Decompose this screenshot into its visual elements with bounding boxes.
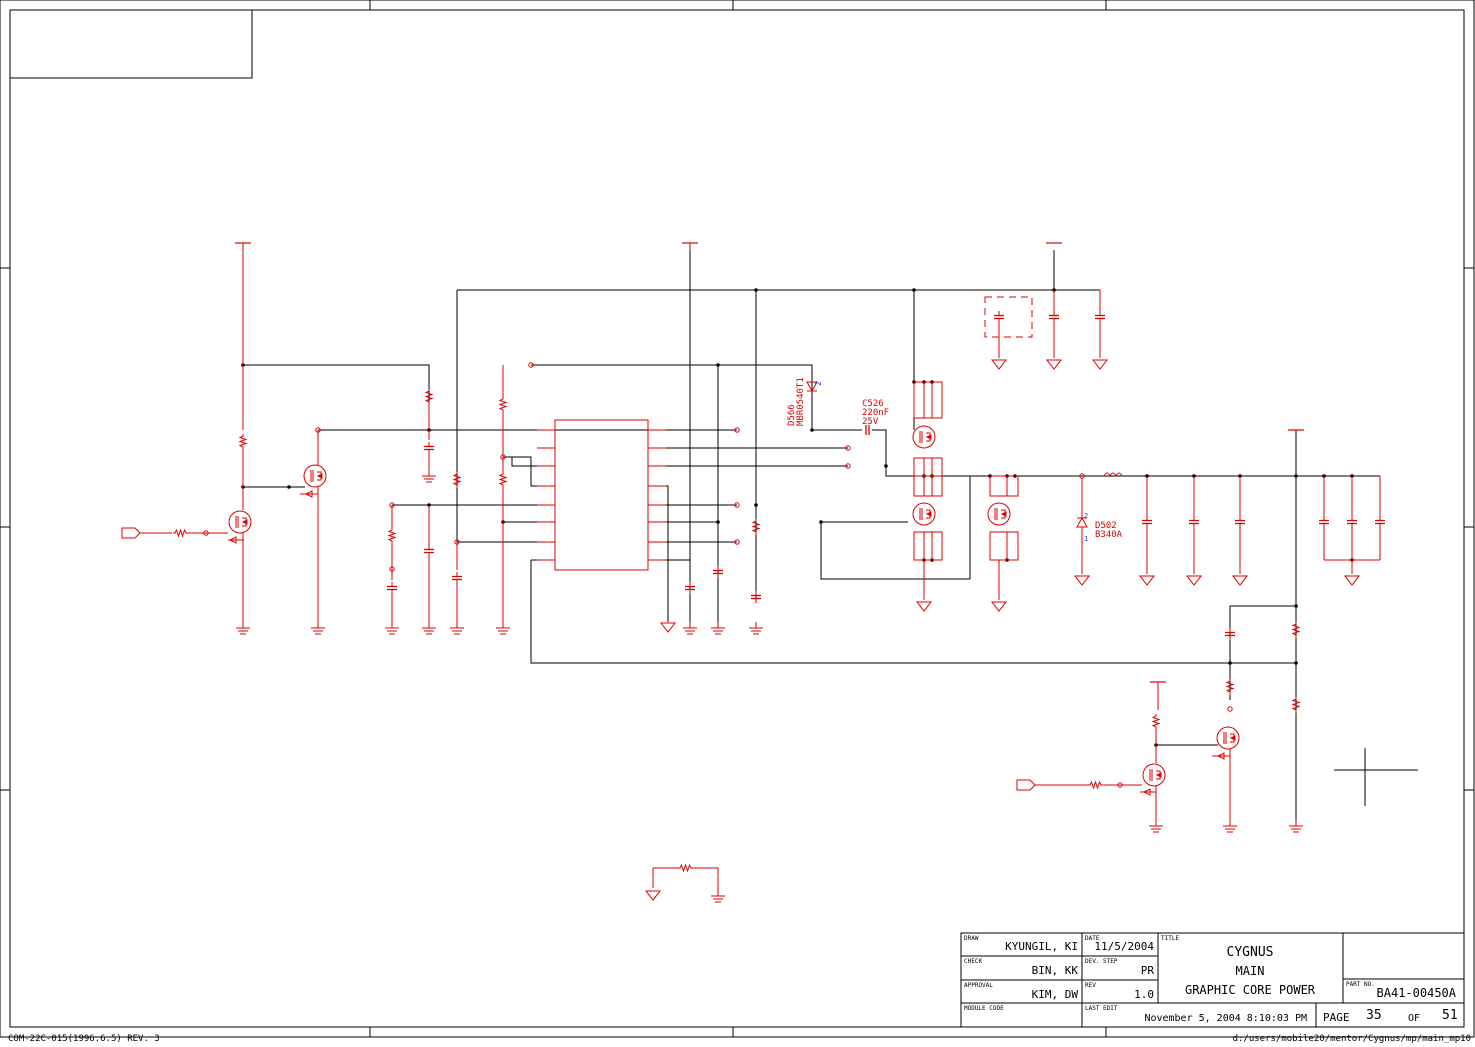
- schematic-parts: [121, 242, 1386, 903]
- date-label: DATE: [1085, 935, 1100, 942]
- last-edit-value: November 5, 2004 8:10:03 PM: [1144, 1013, 1307, 1024]
- wires: [243, 250, 1418, 820]
- d566-value: MBR0540T1: [796, 377, 806, 426]
- form-number: COM-22C-015(1996.6.5) REV. 3: [8, 1034, 160, 1044]
- dev-step-label: DEV. STEP: [1085, 958, 1118, 965]
- d502-label: D502 B340A 2 1: [1084, 512, 1123, 543]
- page-total: 51: [1442, 1008, 1458, 1023]
- check-label: CHECK: [964, 958, 982, 965]
- draw-value: KYUNGIL, KI: [1005, 940, 1078, 953]
- title-line-2: MAIN: [1236, 964, 1265, 978]
- rev-label: REV: [1085, 982, 1096, 989]
- d566-pin: 2: [814, 381, 823, 386]
- module-code-label: MODULE CODE: [964, 1005, 1004, 1012]
- c526-value: 220nF: [862, 408, 889, 418]
- page-label: PAGE: [1323, 1011, 1350, 1024]
- check-value: BIN, KK: [1032, 964, 1079, 977]
- d566-label: D566 MBR0540T1 2: [787, 377, 823, 426]
- part-no-value: BA41-00450A: [1377, 986, 1457, 1000]
- c526-rating: 25V: [862, 417, 879, 427]
- file-path: d:/users/mobile20/mentor/Cygnus/mp/main_…: [1232, 1034, 1471, 1044]
- page-number: 35: [1366, 1008, 1382, 1023]
- c526-ref: C526: [862, 399, 884, 409]
- d502-ref: D502: [1095, 521, 1117, 531]
- junction-dots: [241, 288, 1354, 747]
- approval-label: APPROVAL: [964, 982, 993, 989]
- d502-pin1: 1: [1084, 535, 1088, 543]
- title-block: [960, 932, 1465, 1028]
- rev-value: 1.0: [1134, 988, 1154, 1001]
- last-edit-label: LAST EDIT: [1085, 1005, 1118, 1012]
- title-line-1: CYGNUS: [1227, 945, 1274, 960]
- of-label: OF: [1408, 1013, 1420, 1024]
- dev-step-value: PR: [1141, 964, 1155, 977]
- d502-pin2: 2: [1084, 512, 1088, 520]
- date-value: 11/5/2004: [1094, 940, 1154, 953]
- approval-value: KIM, DW: [1032, 988, 1079, 1001]
- part-no-label: PART NO.: [1346, 981, 1375, 988]
- title-line-3: GRAPHIC CORE POWER: [1185, 983, 1316, 997]
- d502-value: B340A: [1095, 530, 1123, 540]
- title-label: TITLE: [1161, 935, 1179, 942]
- d566-ref: D566: [787, 404, 797, 426]
- c526-label: C526 220nF 25V: [862, 399, 889, 427]
- draw-label: DRAW: [964, 935, 979, 942]
